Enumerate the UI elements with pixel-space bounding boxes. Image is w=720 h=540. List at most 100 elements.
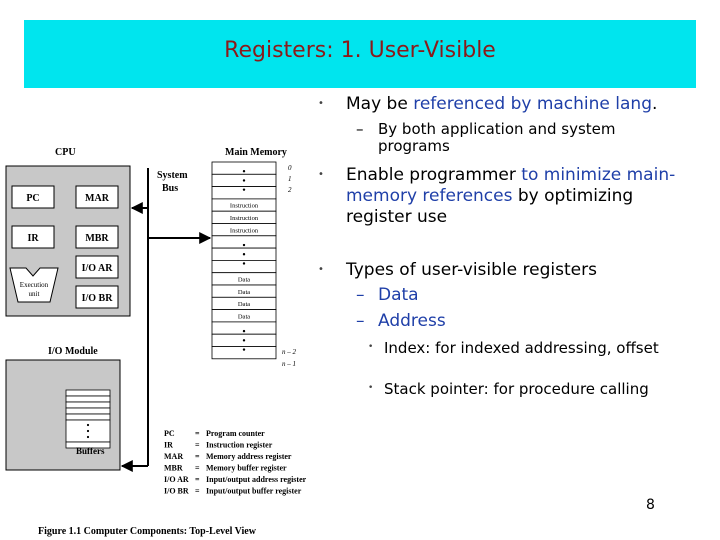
execution-unit-label-2: unit	[29, 290, 40, 298]
bullet-text: Types of user-visible registers	[346, 260, 597, 280]
ioar-label: I/O AR	[82, 263, 114, 274]
ellipsis-dot	[242, 170, 246, 173]
io-module-label: I/O Module	[48, 346, 98, 357]
legend-desc: Memory buffer register	[206, 464, 287, 473]
bullet-dot: •	[318, 98, 324, 109]
subsub-text: Index: for indexed addressing, offset	[384, 339, 659, 357]
sub-bullet-programs: – By both application and system program…	[356, 120, 668, 155]
buffer-cell	[65, 389, 111, 397]
legend-desc: Input/output address register	[206, 475, 307, 484]
memory-column: InstructionInstructionInstructionDataDat…	[211, 161, 277, 360]
memory-index-n-minus-1: n – 1	[282, 360, 296, 368]
mar-label: MAR	[85, 193, 110, 204]
memory-cell-label: Instruction	[230, 215, 259, 222]
bullet-types: • Types of user-visible registers	[318, 260, 698, 281]
bullet-text: May be	[346, 94, 414, 114]
memory-cell-label: Data	[238, 277, 250, 284]
title-band: Registers: 1. User-Visible	[24, 20, 696, 88]
sub-bullet-address: – Address	[356, 311, 446, 331]
memory-cell	[211, 260, 277, 274]
sub-dash: –	[356, 120, 364, 138]
sub-dash: –	[356, 311, 365, 331]
memory-cell	[211, 321, 277, 335]
buffer-cell	[65, 441, 111, 449]
bullet-minimize: • Enable programmer to minimize main-mem…	[318, 165, 698, 228]
buffer-cell	[65, 395, 111, 403]
main-memory-label: Main Memory	[225, 147, 287, 158]
computer-components-figure: CPU PC MAR IR MBR I/O AR I/O BR Executio…	[5, 147, 307, 537]
figure-caption: Figure 1.1 Computer Components: Top-Leve…	[38, 526, 257, 537]
slide-title: Registers: 1. User-Visible	[224, 38, 496, 63]
memory-index-0: 0	[288, 164, 292, 172]
legend-equals: =	[195, 464, 200, 473]
ellipsis-dot	[242, 329, 246, 333]
bullet-dot: •	[368, 383, 374, 393]
bullet-highlight: referenced by machine lang	[413, 94, 652, 114]
legend-desc: Program counter	[206, 429, 265, 438]
system-bus-label-1: System	[157, 170, 188, 181]
sub-text: Address	[378, 311, 446, 331]
system-bus-label-2: Bus	[162, 183, 178, 194]
buffers-label: Buffers	[76, 446, 105, 456]
bullet-dot: •	[368, 342, 374, 352]
mar-register	[75, 185, 119, 209]
legend-desc: Memory address register	[206, 452, 292, 461]
pc-label: PC	[26, 193, 39, 204]
bullet-text-end: .	[652, 94, 658, 114]
iobr-label: I/O BR	[82, 293, 114, 304]
ellipsis-dot	[242, 243, 246, 247]
bullet-text-end: by optimizing register use	[346, 186, 634, 227]
legend-abbr: MBR	[164, 464, 183, 473]
legend-equals: =	[195, 487, 200, 496]
memory-cell-label: Instruction	[230, 227, 259, 234]
mbr-label: MBR	[85, 233, 109, 244]
memory-cell-label: Data	[238, 313, 250, 320]
ir-register	[11, 225, 55, 249]
ellipsis-dot	[86, 435, 90, 439]
ellipsis-dot	[86, 423, 90, 427]
legend-abbr: I/O BR	[164, 487, 189, 496]
pc-register	[11, 185, 55, 209]
bullet-dot: •	[318, 264, 324, 275]
ellipsis-dot	[242, 262, 246, 265]
memory-cell	[211, 161, 277, 175]
subsub-index: • Index: for indexed addressing, offset	[368, 339, 684, 357]
memory-index-2: 2	[288, 186, 292, 194]
buffer-cell	[65, 401, 111, 409]
cpu-label: CPU	[55, 147, 76, 158]
memory-cell	[211, 235, 277, 249]
bullet-text: Enable programmer	[346, 165, 522, 185]
sub-text: Data	[378, 285, 419, 305]
ellipsis-dot	[242, 188, 246, 191]
execution-unit	[9, 267, 59, 303]
bullet-referenced: • May be referenced by machine lang.	[318, 94, 706, 115]
subsub-text: Stack pointer: for procedure calling	[384, 380, 649, 398]
legend-equals: =	[195, 475, 200, 484]
buffer-cell	[65, 407, 111, 415]
page-number: 8	[646, 497, 655, 513]
ioar-register	[75, 255, 119, 279]
memory-index-1: 1	[288, 175, 292, 183]
execution-unit-label-1: Execution	[20, 281, 49, 289]
legend-abbr: MAR	[164, 452, 183, 461]
legend-equals: =	[195, 452, 200, 461]
memory-cell	[211, 346, 277, 360]
ellipsis-dot	[242, 339, 246, 342]
mbr-register	[75, 225, 119, 249]
legend-equals: =	[195, 441, 200, 450]
memory-index-n-minus-2: n – 2	[282, 348, 297, 356]
sub-text: By both application and system programs	[378, 120, 616, 155]
bullet-highlight: to minimize main-memory references	[346, 165, 676, 206]
memory-cell-label: Instruction	[230, 203, 259, 210]
ellipsis-dot	[86, 429, 90, 433]
ir-label: IR	[27, 233, 39, 244]
sub-dash: –	[356, 285, 365, 305]
ellipsis-dot	[242, 348, 246, 351]
subsub-stack-pointer: • Stack pointer: for procedure calling	[368, 380, 714, 398]
memory-cell-label: Data	[238, 289, 250, 296]
buffers	[65, 389, 111, 449]
buffer-cell	[65, 413, 111, 421]
sub-bullet-data: – Data	[356, 285, 419, 305]
legend-abbr: IR	[164, 441, 173, 450]
